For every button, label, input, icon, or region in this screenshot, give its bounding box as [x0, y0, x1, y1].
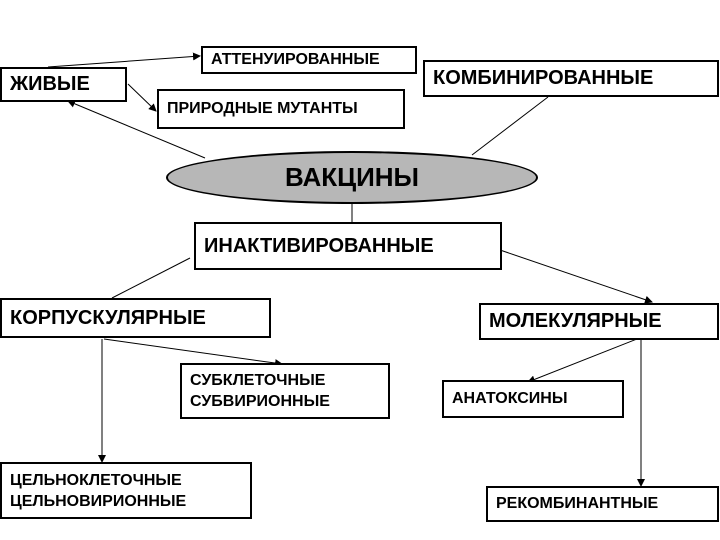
node-combined: КОМБИНИРОВАННЫЕ — [423, 60, 719, 97]
node-natural-mutants: ПРИРОДНЫЕ МУТАНТЫ — [157, 89, 405, 129]
node-whole-cell-line-1: ЦЕЛЬНОКЛЕТОЧНЫЕ — [10, 471, 182, 489]
connector-inactivated-corpuscular — [111, 257, 191, 299]
node-inactivated: ИНАКТИВИРОВАННЫЕ — [194, 222, 502, 270]
node-attenuated-label: АТТЕНУИРОВАННЫЕ — [211, 51, 380, 68]
connector-corpuscular-subcellular — [103, 338, 283, 367]
node-inactivated-label: ИНАКТИВИРОВАННЫЕ — [204, 234, 434, 257]
node-vaccines-label: ВАКЦИНЫ — [284, 162, 420, 192]
node-subcellular-line-1: СУБКЛЕТОЧНЫЕ — [190, 372, 326, 389]
node-natural-mutants-label: ПРИРОДНЫЕ МУТАНТЫ — [167, 100, 358, 117]
node-subcellular: СУБКЛЕТОЧНЫЕ СУБВИРИОННЫЕ — [180, 363, 390, 419]
connector-vaccines-combined — [471, 96, 549, 156]
node-anatoxins-label: АНАТОКСИНЫ — [452, 390, 568, 407]
connector-vaccines-live — [67, 99, 206, 159]
node-whole-cell: ЦЕЛЬНОКЛЕТОЧНЫЕ ЦЕЛЬНОВИРИОННЫЕ — [0, 462, 252, 519]
node-attenuated: АТТЕНУИРОВАННЫЕ — [201, 46, 417, 74]
connector-inactivated-molecular — [499, 249, 653, 304]
connector-live-attenuated — [47, 52, 201, 68]
node-subcellular-line-2: СУБВИРИОННЫЕ — [190, 393, 330, 410]
connector-live-natural-mutants — [127, 83, 157, 112]
connector-molecular-anatoxins — [527, 338, 638, 384]
node-vaccines: ВАКЦИНЫ — [166, 151, 538, 204]
node-recombinant: РЕКОМБИНАНТНЫЕ — [486, 486, 719, 522]
node-live: ЖИВЫЕ — [0, 67, 127, 102]
node-combined-label: КОМБИНИРОВАННЫЕ — [433, 67, 654, 89]
node-live-label: ЖИВЫЕ — [10, 73, 90, 95]
node-corpuscular-label: КОРПУСКУЛЯРНЫЕ — [10, 306, 206, 329]
node-recombinant-label: РЕКОМБИНАНТНЫЕ — [496, 495, 659, 512]
node-molecular: МОЛЕКУЛЯРНЫЕ — [479, 303, 719, 340]
node-corpuscular: КОРПУСКУЛЯРНЫЕ — [0, 298, 271, 338]
node-anatoxins: АНАТОКСИНЫ — [442, 380, 624, 418]
node-whole-cell-line-2: ЦЕЛЬНОВИРИОННЫЕ — [10, 492, 187, 510]
node-molecular-label: МОЛЕКУЛЯРНЫЕ — [489, 310, 662, 332]
